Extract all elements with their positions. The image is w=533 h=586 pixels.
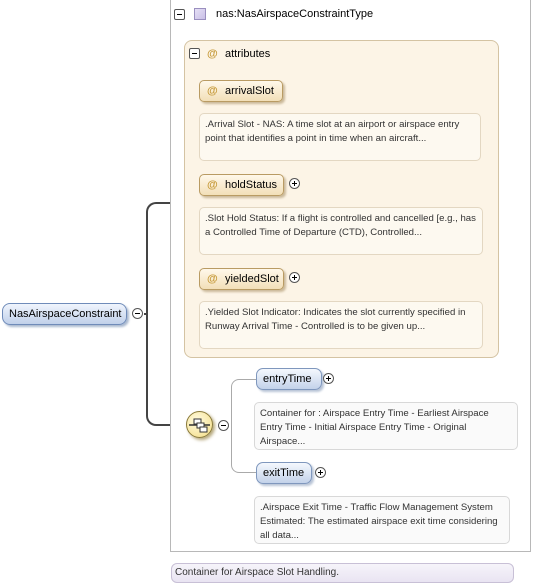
attribute-yieldedslot[interactable]: @ yieldedSlot [199,268,284,290]
attribute-icon: @ [207,85,218,97]
attributes-title: attributes [225,48,271,60]
root-collapse-toggle[interactable] [132,308,143,319]
complex-type-icon [194,8,206,20]
attribute-description: .Arrival Slot - NAS: A time slot at an a… [199,113,481,161]
attribute-holdstatus[interactable]: @ holdStatus [199,174,284,196]
attribute-icon: @ [207,273,218,285]
element-entrytime[interactable]: entryTime [256,368,322,390]
attribute-label: yieldedSlot [225,273,279,285]
expand-toggle[interactable] [323,373,334,384]
type-collapse-toggle[interactable] [174,9,185,20]
sequence-compositor-icon[interactable] [186,411,213,438]
type-label: nas:NasAirspaceConstraintType [216,8,374,20]
sequence-collapse-toggle[interactable] [218,420,229,431]
element-description: Container for : Airspace Entry Time - Ea… [254,402,518,450]
element-description: .Airspace Exit Time - Traffic Flow Manag… [254,496,510,544]
attribute-icon: @ [207,179,218,191]
expand-toggle[interactable] [289,178,300,189]
expand-toggle[interactable] [289,272,300,283]
expand-toggle[interactable] [315,467,326,478]
attribute-label: arrivalSlot [225,85,274,97]
connector-bracket [146,202,170,426]
attribute-arrivalslot[interactable]: @ arrivalSlot [199,80,283,102]
attribute-description: .Slot Hold Status: If a flight is contro… [199,207,483,255]
attribute-icon: @ [207,48,218,60]
attribute-description: .Yielded Slot Indicator: Indicates the s… [199,301,483,349]
type-description: Container for Airspace Slot Handling. [171,563,514,583]
element-exittime[interactable]: exitTime [256,462,312,484]
root-element[interactable]: NasAirspaceConstraint [2,303,127,325]
attributes-collapse-toggle[interactable] [189,48,200,59]
attribute-label: holdStatus [225,179,277,191]
sequence-bracket [231,379,257,473]
